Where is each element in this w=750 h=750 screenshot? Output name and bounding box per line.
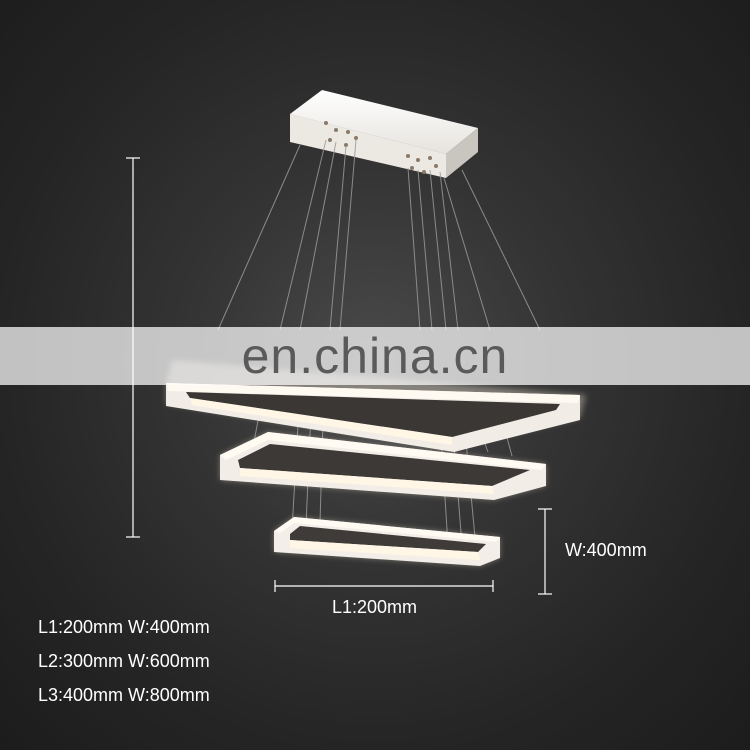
ceiling-canopy bbox=[290, 90, 478, 178]
spec-line-3: L3:400mm W:800mm bbox=[38, 685, 210, 705]
frame-medium bbox=[220, 432, 546, 500]
suspension-wires bbox=[217, 139, 541, 549]
spec-line-1: L1:200mm W:400mm bbox=[38, 617, 210, 637]
watermark-band bbox=[0, 327, 750, 385]
width-dimension-line bbox=[538, 508, 552, 595]
width-label: W:400mm bbox=[565, 540, 647, 560]
length-dimension-line bbox=[274, 580, 494, 592]
frame-small bbox=[274, 517, 500, 566]
watermark: en.china.cn bbox=[241, 328, 509, 384]
length-label: L1:200mm bbox=[332, 597, 418, 617]
spec-line-2: L2:300mm W:600mm bbox=[38, 651, 210, 671]
